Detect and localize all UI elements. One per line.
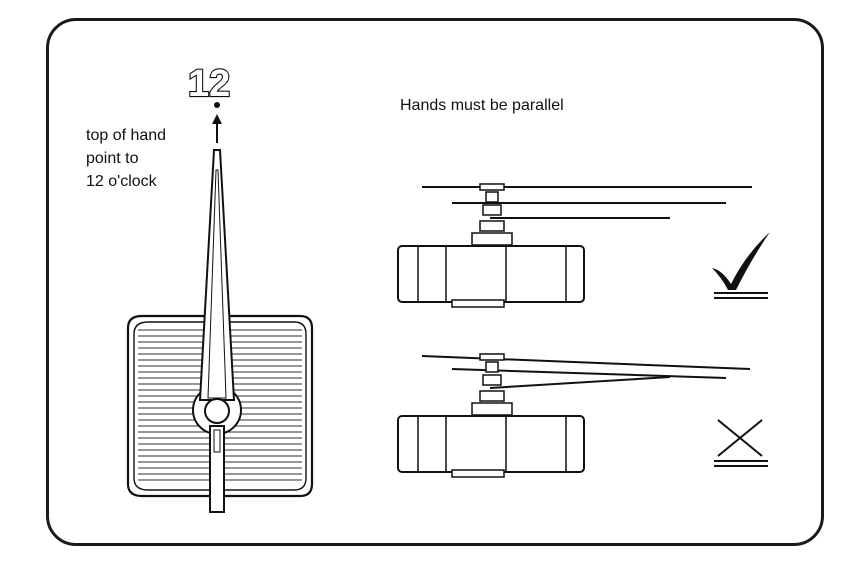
instruction-line-1: top of hand — [86, 127, 166, 144]
movement-side-wrong — [397, 353, 751, 478]
checkmark-icon — [712, 232, 770, 299]
movement-side-correct — [397, 183, 752, 308]
twelve-label: 12 — [188, 63, 230, 105]
cross-icon — [714, 419, 768, 467]
instruction-line-3: 12 o'clock — [86, 173, 158, 190]
up-arrow-icon — [212, 114, 222, 143]
parallel-heading: Hands must be parallel — [400, 97, 564, 114]
twelve-dot — [214, 102, 220, 108]
clock-hand — [192, 149, 242, 513]
instruction-line-2: point to — [86, 150, 139, 167]
